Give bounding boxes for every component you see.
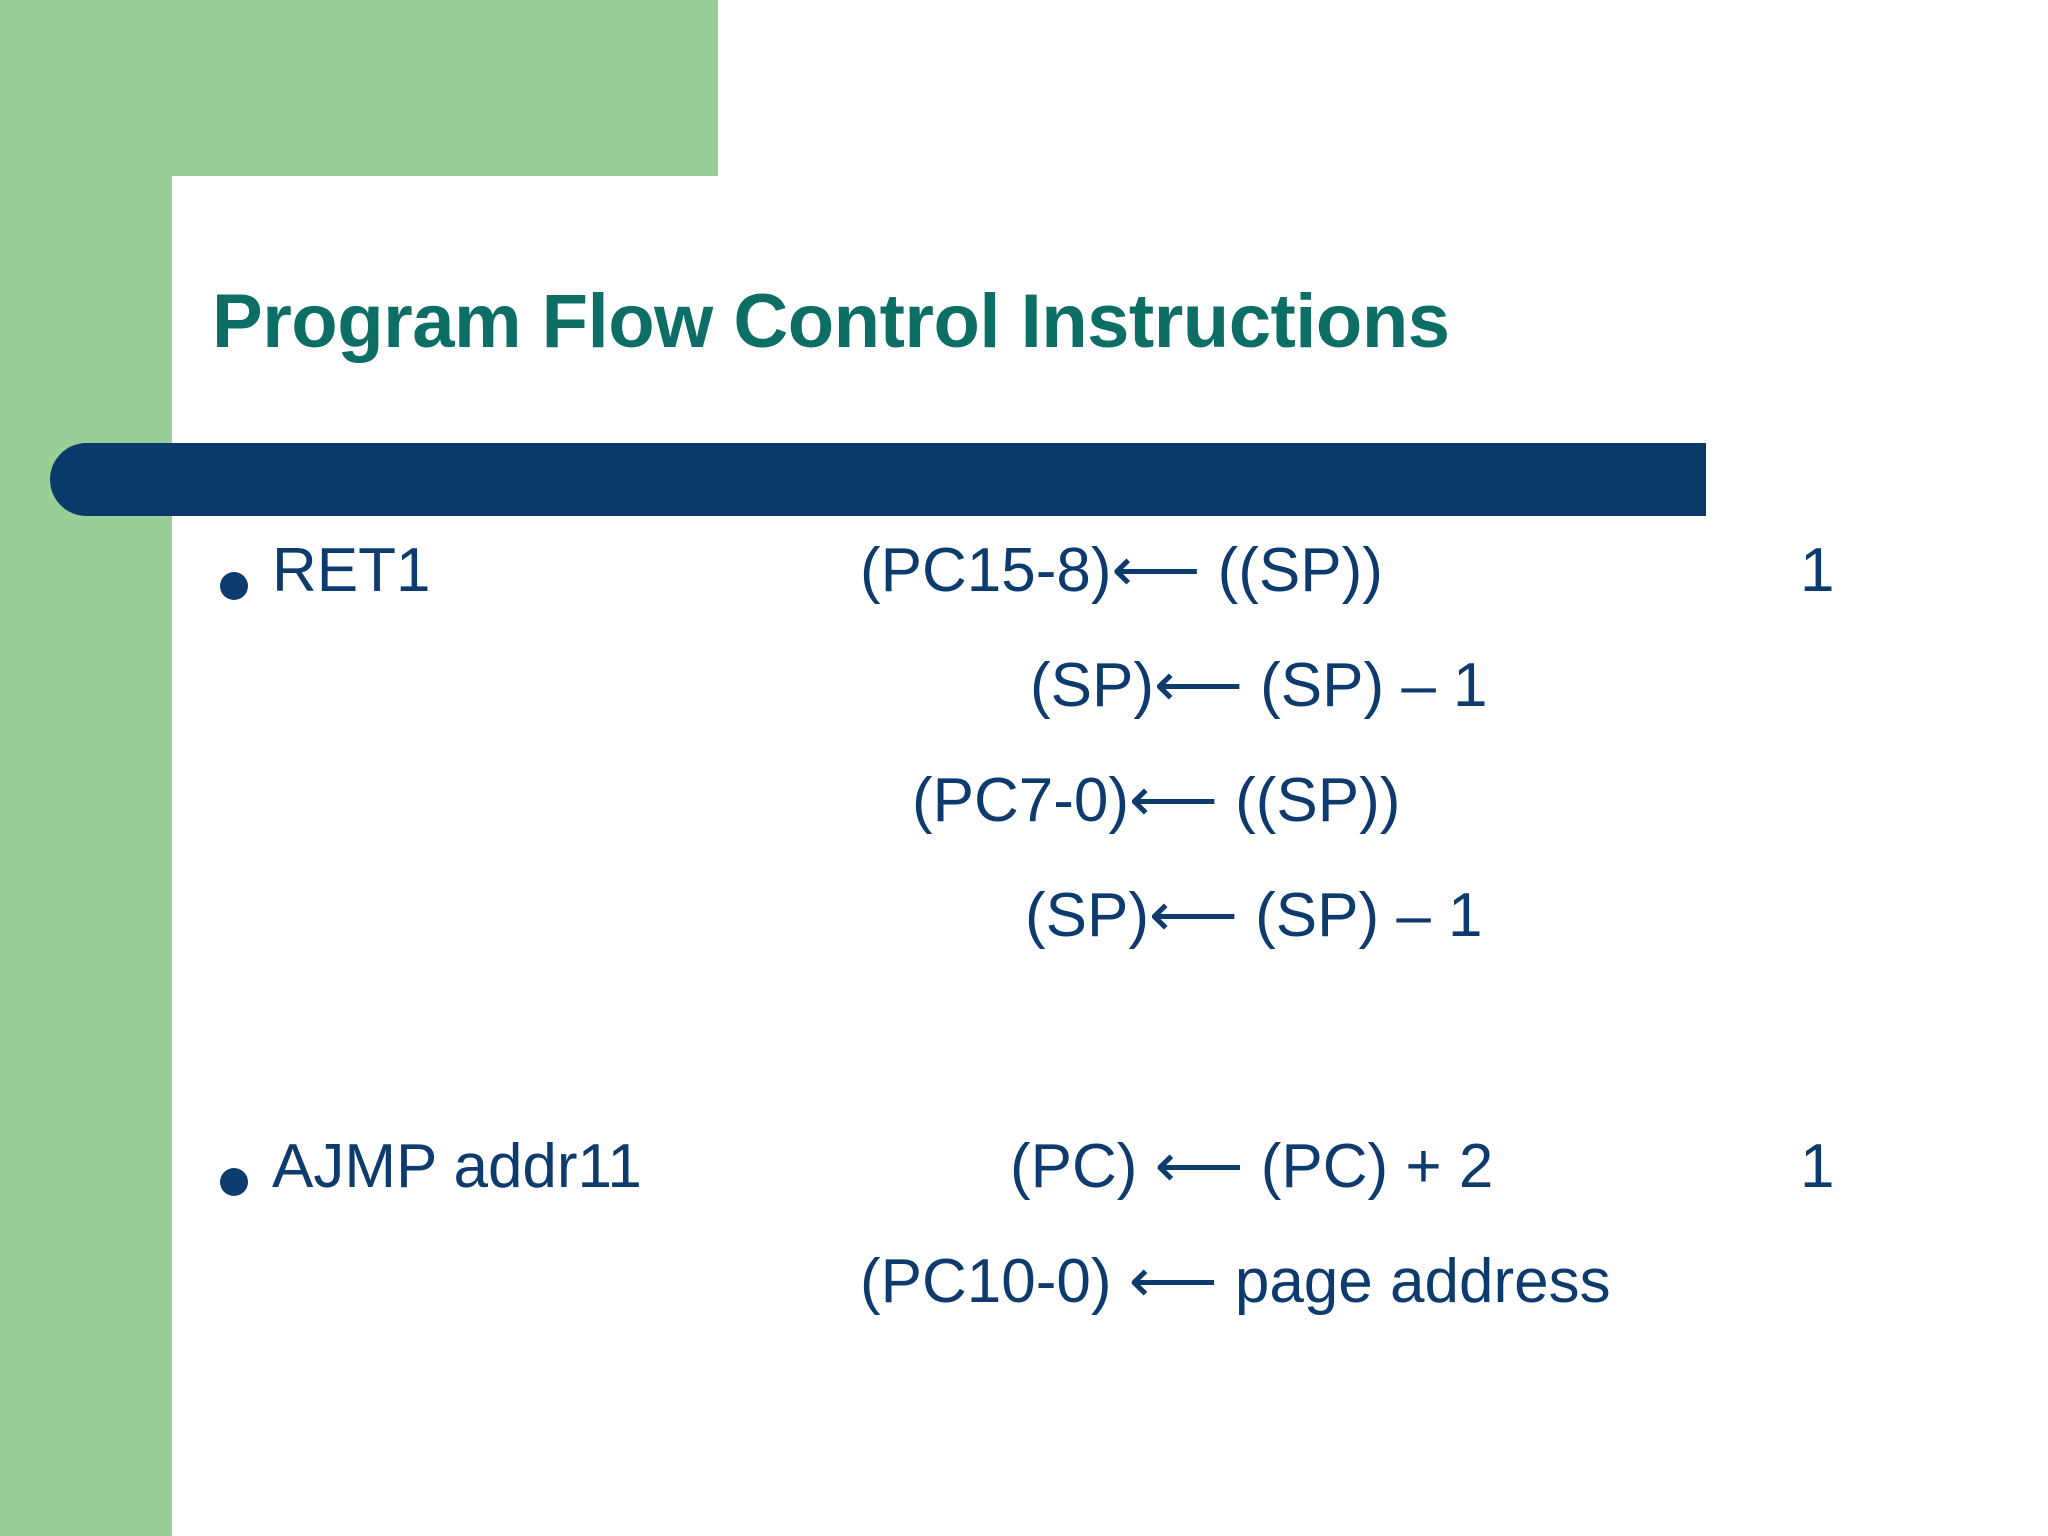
instruction-operation: (PC10-0) ⟵ page address [860,1247,1611,1316]
instruction-cycles: 1 [1800,536,1835,605]
bullet-item-ajmp: AJMP addr11 (PC) ⟵ (PC) + 2 1 (PC10-0) ⟵… [200,1136,2000,1366]
slide-body: RET1 (PC15-8)⟵ ((SP)) 1 (SP)⟵ (SP) – 1 (… [200,540,2000,1366]
instruction-mnemonic: RET1 [272,536,431,605]
slide-title: Program Flow Control Instructions [212,279,1450,364]
instruction-operation: (PC) ⟵ (PC) + 2 [1010,1132,1494,1201]
instruction-operation: (PC7-0)⟵ ((SP)) [912,766,1401,835]
instruction-row-continuation: (SP)⟵ (SP) – 1 [200,885,2000,1000]
instruction-row: RET1 (PC15-8)⟵ ((SP)) 1 [200,540,2000,655]
white-content-panel [172,176,2048,1536]
instruction-cycles: 1 [1800,1132,1835,1201]
instruction-operation: (SP)⟵ (SP) – 1 [1025,881,1483,950]
green-left-panel-decoration [0,0,172,1536]
title-underline-bar [50,443,1706,516]
bullet-dot-icon [220,572,248,600]
instruction-row-continuation: (PC10-0) ⟵ page address [200,1251,2000,1366]
instruction-mnemonic: AJMP addr11 [272,1132,642,1201]
bullet-dot-icon [220,1168,248,1196]
bullet-item-ret1: RET1 (PC15-8)⟵ ((SP)) 1 (SP)⟵ (SP) – 1 (… [200,540,2000,1000]
instruction-row-continuation: (SP)⟵ (SP) – 1 [200,655,2000,770]
green-top-block-decoration [0,0,718,176]
instruction-operation: (PC15-8)⟵ ((SP)) [860,536,1383,605]
instruction-row-continuation: (PC7-0)⟵ ((SP)) [200,770,2000,885]
instruction-operation: (SP)⟵ (SP) – 1 [1030,651,1488,720]
instruction-row: AJMP addr11 (PC) ⟵ (PC) + 2 1 [200,1136,2000,1251]
